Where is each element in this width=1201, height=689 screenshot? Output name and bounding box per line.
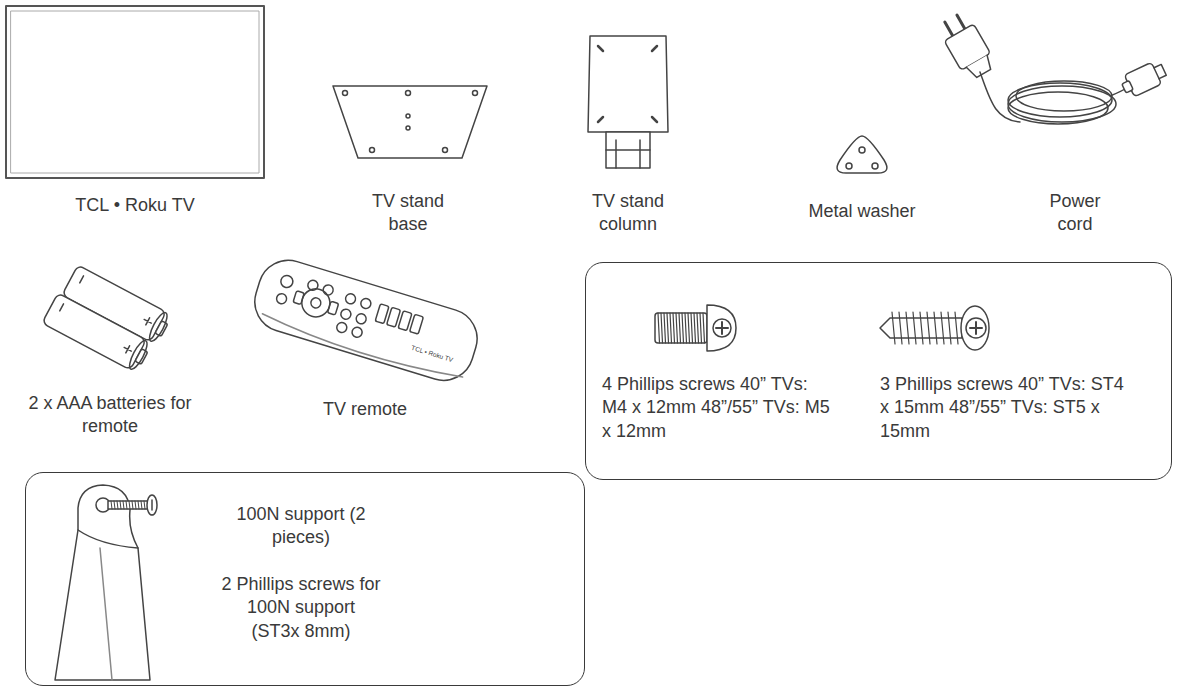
thread-stroke [120,501,121,509]
thread-stroke [111,501,112,509]
thread-stroke [114,501,115,509]
thread-stroke [691,313,693,343]
thread-stroke [906,312,909,344]
thread-stroke [123,501,124,509]
part-label: TV stand column [578,190,678,237]
thread-stroke [135,501,136,509]
thread-stroke [679,313,681,343]
thread-stroke [673,313,675,343]
thread-stroke [664,313,666,343]
thread-stroke [138,501,139,509]
tapping-screw-illustration [880,306,989,350]
thread-stroke [941,312,944,344]
part-label: Metal washer [782,200,942,223]
thread-stroke [682,313,684,343]
thread-stroke [685,313,687,343]
part-label: TCL • Roku TV [25,194,245,217]
thread-stroke [688,313,690,343]
support-illustration [55,485,157,680]
thread-stroke [132,501,133,509]
thread-stroke [700,313,702,343]
thread-stroke [661,313,663,343]
thread-stroke [892,312,895,344]
thread-stroke [703,313,705,343]
tv-illustration [6,6,264,178]
thread-stroke [676,313,678,343]
parts-group-box: 100N support (2 pieces) 2 Phillips screws… [25,472,585,686]
thread-stroke [913,312,916,344]
part-label: TV stand base [358,190,458,237]
thread-stroke [144,501,145,509]
thread-stroke [694,313,696,343]
part-spec-text: 4 Phillips screws 40” TVs: M4 x 12mm 48”… [602,373,832,443]
thread-stroke [927,312,930,344]
thread-stroke [920,312,923,344]
thread-stroke [955,312,958,344]
power-cord-illustration [936,10,1169,124]
part-label: 2 x AAA batteries for remote [21,392,199,439]
thread-stroke [667,313,669,343]
parts-group-box: 4 Phillips screws 40” TVs: M4 x 12mm 48”… [585,262,1172,480]
stand-base-illustration [333,86,487,158]
part-spec-text: 2 Phillips screws for 100N support (ST3x… [221,573,381,643]
part-label: TV remote [290,398,440,421]
stand-column-illustration [588,36,668,168]
part-spec-text: 100N support (2 pieces) [231,503,371,550]
part-label: Power cord [1039,190,1111,237]
thread-stroke [129,501,130,509]
thread-stroke [670,313,672,343]
battery-illustration [42,265,172,373]
thread-stroke [899,312,902,344]
thread-stroke [117,501,118,509]
thread-stroke [697,313,699,343]
thread-stroke [948,312,951,344]
remote-illustration [247,253,484,388]
machine-screw-illustration [655,305,736,351]
thread-stroke [126,501,127,509]
thread-stroke [658,313,660,343]
thread-stroke [141,501,142,509]
washer-illustration [837,136,887,173]
part-spec-text: 3 Phillips screws 40” TVs: ST4 x 15mm 48… [880,373,1130,443]
thread-stroke [934,312,937,344]
